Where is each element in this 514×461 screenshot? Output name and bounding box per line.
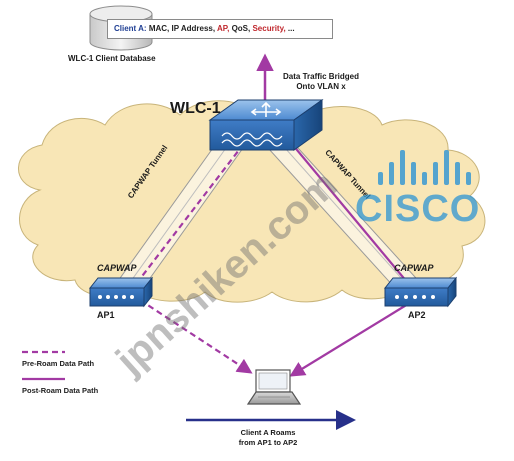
banner-client: Client A: <box>114 24 147 33</box>
legend-pre-roam-label: Pre-Roam Data Path <box>22 359 95 368</box>
banner-qos: QoS, <box>231 24 251 33</box>
client-database-banner: Client A: MAC, IP Address, AP, QoS, Secu… <box>107 19 333 39</box>
ap1-access-point-icon <box>88 276 154 308</box>
legend-post-roam-label: Post-Roam Data Path <box>22 386 99 395</box>
pre-roam-client-leg <box>139 299 253 374</box>
banner-ap: AP, <box>217 24 230 33</box>
banner-more: ... <box>287 24 295 33</box>
ap2-access-point-icon <box>383 276 458 308</box>
traffic-note-line1: Data Traffic Bridged <box>283 72 360 81</box>
roam-caption: Client A Roams from AP1 to AP2 <box>218 428 318 448</box>
banner-security: Security, <box>252 24 286 33</box>
database-label: WLC-1 Client Database <box>68 54 156 63</box>
post-roam-client-leg <box>289 303 409 377</box>
roam-caption-line1: Client A Roams <box>240 428 296 437</box>
ap2-label: AP2 <box>408 310 426 320</box>
watermark-brand: CISCO <box>355 188 481 230</box>
wlc-1-controller-icon <box>208 99 324 151</box>
cisco-logo-bars <box>378 150 471 185</box>
roam-caption-line2: from AP1 to AP2 <box>238 438 298 447</box>
ap2-capwap-badge: CAPWAP <box>394 263 434 273</box>
wlc-label: WLC-1 <box>170 100 221 117</box>
ap1-label: AP1 <box>97 310 115 320</box>
traffic-note: Data Traffic Bridged Onto VLAN x <box>283 72 359 92</box>
client-laptop-icon <box>246 369 302 405</box>
ap1-capwap-badge: CAPWAP <box>97 263 137 273</box>
banner-mac-ip: MAC, IP Address, <box>148 24 216 33</box>
traffic-note-line2: Onto VLAN x <box>296 82 346 91</box>
